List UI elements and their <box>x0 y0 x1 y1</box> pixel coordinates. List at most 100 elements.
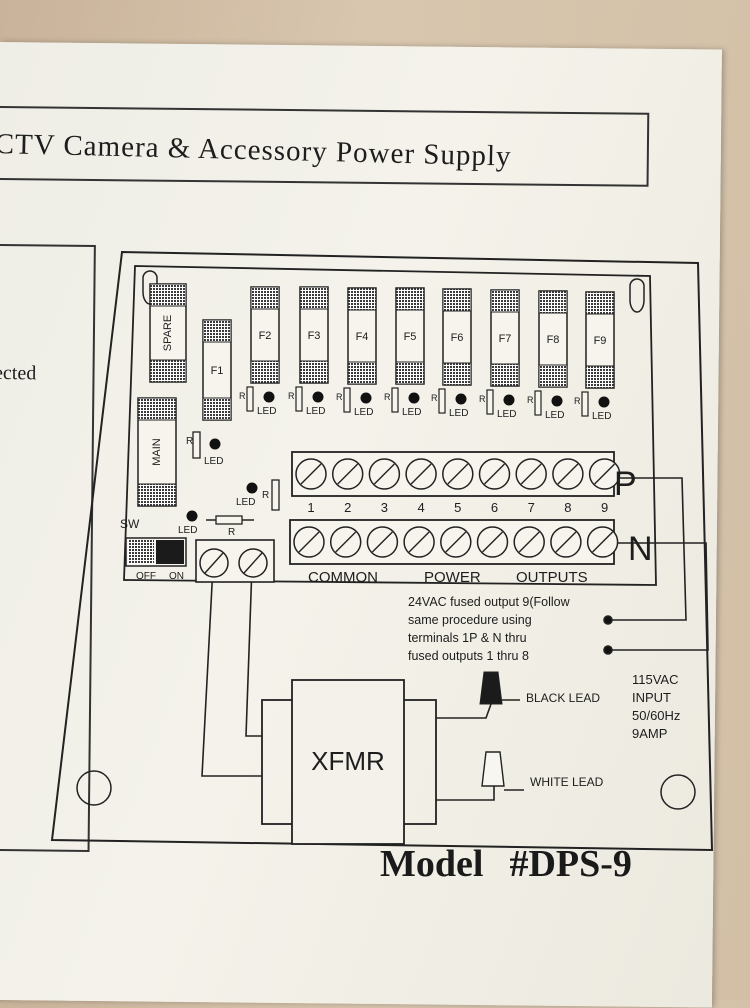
fuse-label: F4 <box>356 331 369 343</box>
main-label: MAIN <box>151 438 163 466</box>
resistor-label: R <box>574 396 581 406</box>
black-lead-label: BLACK LEAD <box>526 691 600 705</box>
sw-indicator: LED R <box>178 511 254 539</box>
terminal-number: 1 <box>307 500 314 515</box>
fuse-f3-indicator: R LED <box>288 387 325 417</box>
spare-label: SPARE <box>162 315 174 351</box>
resistor-label: R <box>431 393 438 403</box>
led-dot <box>599 397 610 408</box>
resistor-label: R <box>479 394 486 404</box>
resistor-label: R <box>336 392 343 402</box>
terminal-number: 8 <box>564 500 571 515</box>
svg-text:R: R <box>262 490 269 501</box>
fuse-f2-indicator: R LED <box>239 387 276 417</box>
fuse-f4-indicator: R LED <box>336 388 373 418</box>
fuse-label: F1 <box>211 365 224 377</box>
fuse-f9: F9 <box>586 292 614 388</box>
p-label: P <box>614 465 637 503</box>
mount-slot-right <box>630 279 644 312</box>
f1-indicator: R LED <box>186 432 223 467</box>
main-fuse: MAIN <box>138 398 176 506</box>
svg-text:LED: LED <box>178 525 197 536</box>
fuse-f6-indicator: R LED <box>431 389 468 419</box>
input-line-3: 50/60Hz <box>632 708 680 723</box>
mount-hole-left <box>77 771 111 805</box>
input-line-1: 115VAC <box>632 672 679 687</box>
resistor <box>296 387 302 411</box>
input-terminal-block <box>196 540 274 582</box>
terminal-number: 3 <box>381 500 388 515</box>
led-label: LED <box>449 408 468 419</box>
led-label: LED <box>497 409 516 420</box>
fuse-f1: F1 <box>203 320 231 420</box>
fuse-f3: F3 <box>300 287 328 383</box>
note-line-2: same procedure using <box>408 613 532 627</box>
led-dot <box>456 394 467 405</box>
n-label: N <box>628 530 653 568</box>
led-label: LED <box>545 410 564 421</box>
power-indicator: LED R <box>236 480 279 510</box>
sw-label: SW <box>120 517 140 531</box>
mount-hole-right <box>661 775 695 809</box>
resistor <box>487 390 493 414</box>
terminal-number: 9 <box>601 500 608 515</box>
svg-text:LED: LED <box>236 497 255 508</box>
resistor <box>582 392 588 416</box>
fuse-f6: F6 <box>443 289 471 385</box>
resistor-label: R <box>527 395 534 405</box>
led-dot <box>313 392 324 403</box>
input-line-2: INPUT <box>632 690 671 705</box>
label-common: COMMON <box>308 569 378 586</box>
note-line-3: terminals 1P & N thru <box>408 631 527 645</box>
model-id: #DPS-9 <box>509 843 631 885</box>
fuse-f5: F5 <box>396 288 424 384</box>
resistor <box>247 387 253 411</box>
fuse-f4: F4 <box>348 288 376 384</box>
label-outputs: OUTPUTS <box>516 569 588 586</box>
led-label: LED <box>354 407 373 418</box>
model-label: Model <box>380 843 483 885</box>
fuse-f8: F8 <box>539 291 567 387</box>
black-plug <box>480 672 502 704</box>
resistor <box>392 388 398 412</box>
white-lead-label: WHITE LEAD <box>530 775 604 789</box>
led-dot <box>361 393 372 404</box>
wire-xfmr-left <box>202 566 262 776</box>
resistor-label: R <box>239 391 246 401</box>
spare-fuse: SPARE <box>150 284 186 382</box>
terminal-number: 7 <box>528 500 535 515</box>
fuse-label: F2 <box>259 330 272 342</box>
led-dot <box>504 395 515 406</box>
fuse-label: F5 <box>404 331 417 343</box>
led-label: LED <box>257 406 276 417</box>
fuse-f8-indicator: R LED <box>527 391 564 421</box>
fuse-label: F7 <box>499 333 512 345</box>
led-label: LED <box>306 406 325 417</box>
switch-on-label: ON <box>169 571 184 582</box>
terminal-number: 6 <box>491 500 498 515</box>
label-power: POWER <box>424 569 481 586</box>
terminal-number: 5 <box>454 500 461 515</box>
white-plug <box>482 752 504 786</box>
led-label: LED <box>402 407 421 418</box>
resistor-label: R <box>288 391 295 401</box>
wire-black-lead <box>436 704 491 718</box>
terminal-number: 4 <box>417 500 424 515</box>
fuse-f7-indicator: R LED <box>479 390 516 420</box>
power-switch[interactable]: SW OFF ON <box>120 517 186 582</box>
fuse-label: F3 <box>308 330 321 342</box>
input-line-4: 9AMP <box>632 726 667 741</box>
resistor <box>535 391 541 415</box>
svg-text:LED: LED <box>204 456 223 467</box>
fuse-f2: F2 <box>251 287 279 383</box>
terminal-number: 2 <box>344 500 351 515</box>
fuse-f7: F7 <box>491 290 519 386</box>
model-number: Model #DPS-9 <box>380 842 632 886</box>
switch-off-label: OFF <box>136 571 156 582</box>
fuse-label: F8 <box>547 334 560 346</box>
fuse-label: F9 <box>594 335 607 347</box>
wire-white-lead <box>436 786 494 800</box>
note-line-4: fused outputs 1 thru 8 <box>408 649 529 663</box>
